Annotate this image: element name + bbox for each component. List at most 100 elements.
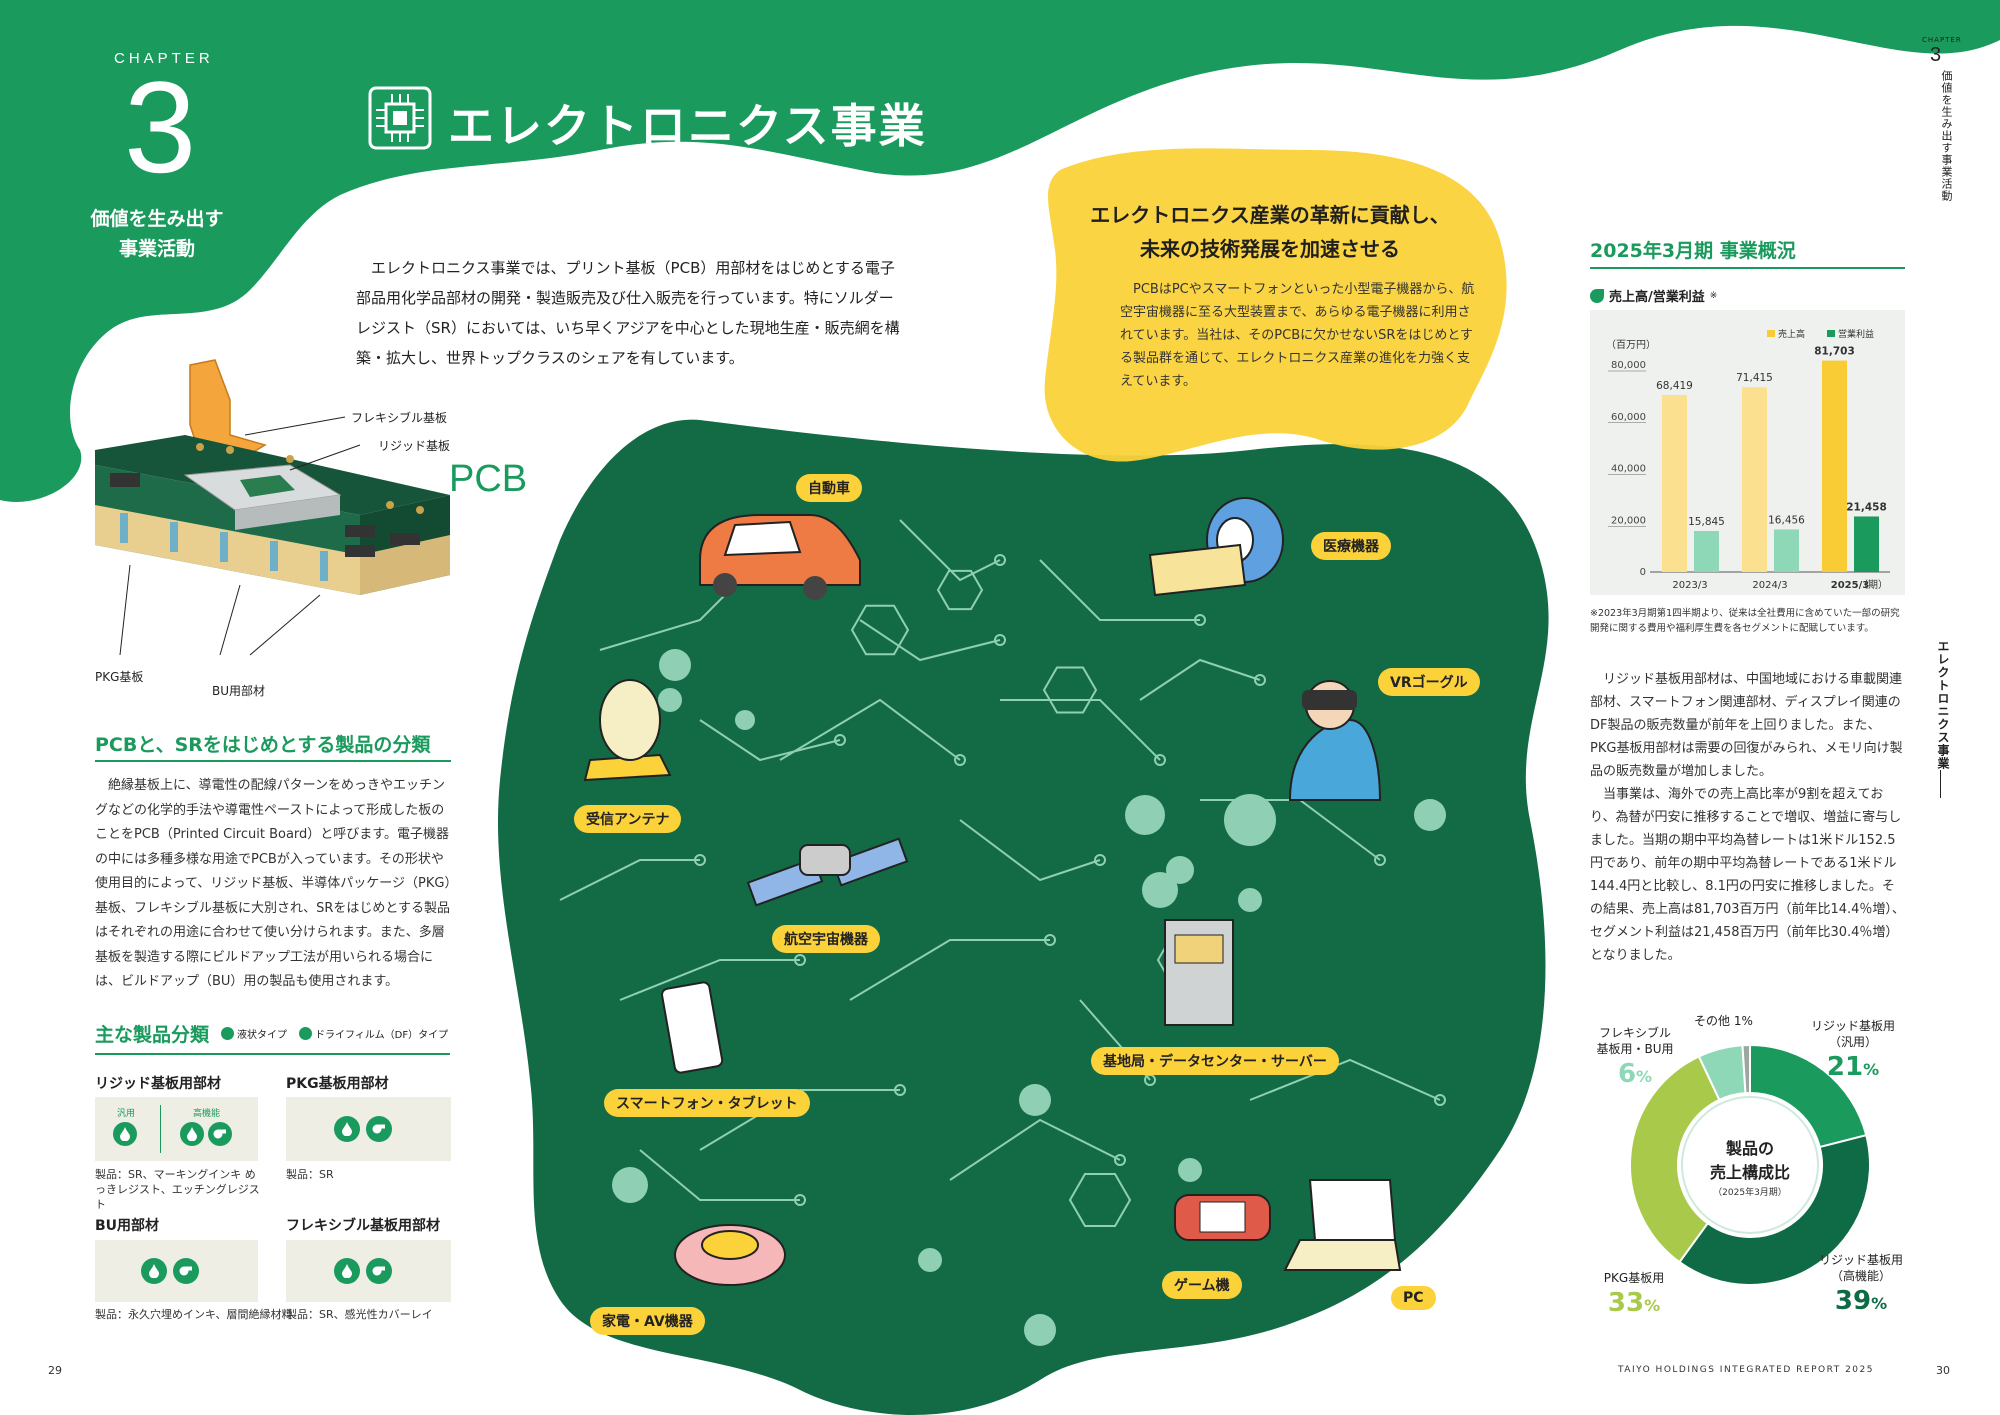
film-roll-icon [299, 1027, 313, 1040]
slice-label-rigid-high: リジッド基板用 （高機能） 39% [1816, 1252, 1906, 1321]
x-axis-suffix: （期） [1858, 579, 1888, 591]
chart-title-note: ※ [1709, 290, 1718, 301]
legend-df: ドライフィルム（DF）タイプ [299, 1026, 448, 1041]
server-illustration [1164, 919, 1234, 1026]
y-tick-label: 20,000 [1611, 515, 1646, 526]
x-tick-label: 2023/3 [1672, 580, 1707, 591]
circuit-hexagon [1042, 666, 1098, 714]
donut-center-line1: 製品の [1725, 1139, 1774, 1158]
chapter-subtitle-line2: 事業活動 [118, 238, 195, 260]
classification-heading: PCBと、SRをはじめとする製品の分類 [95, 734, 431, 756]
film-roll-icon [366, 1258, 392, 1284]
slice-name: その他 [1694, 1014, 1731, 1028]
x-tick-label: 2024/3 [1752, 580, 1787, 591]
circuit-trace [1000, 699, 1161, 761]
slice-name: リジッド基板用 [1810, 1019, 1895, 1033]
app-label-vr: VRゴーグル [1378, 668, 1480, 696]
circuit-trace [699, 719, 841, 762]
donut-center: 製品の 売上構成比 （2025年3月期） [1690, 1137, 1810, 1198]
circuit-pad [1374, 854, 1386, 866]
bar-chart: （百万円）020,00040,00060,00080,000売上高営業利益68,… [1606, 328, 1890, 591]
circuit-pad [1154, 754, 1166, 766]
slice-pct-value: 33 [1607, 1288, 1645, 1318]
circuit-pad [834, 734, 846, 746]
slice-pct-value: 1% [1733, 1014, 1753, 1028]
droplet-icon [113, 1122, 137, 1146]
chapter-subtitle: 価値を生み出す 事業活動 [82, 204, 232, 264]
chart-title-row: 売上高/営業利益 ※ [1590, 286, 1717, 305]
circuit-trace [559, 859, 700, 901]
card-flex-note: 製品：SR、感光性カバーレイ [286, 1308, 433, 1321]
pct-sign: % [1636, 1067, 1653, 1086]
circuit-hexagon [936, 569, 984, 611]
card-rigid: 汎用 高機能 [95, 1097, 258, 1161]
pct-sign: % [1644, 1296, 1661, 1315]
app-label-antenna: 受信アンテナ [574, 805, 682, 833]
circuit-node [1142, 872, 1178, 908]
droplet-icon [334, 1258, 360, 1284]
slice-pct: 21% [1808, 1050, 1898, 1087]
y-tick-label: 40,000 [1611, 464, 1646, 475]
slice-name-sub: （高機能） [1830, 1269, 1891, 1283]
slice-name: フレキシブル [1598, 1026, 1671, 1040]
label-bu-material: BU用部材 [212, 684, 266, 698]
circuit-pad [994, 554, 1006, 566]
card-bu-title: BU用部材 [95, 1218, 160, 1234]
circuit-node [1125, 795, 1165, 835]
circuit-node [612, 1167, 648, 1203]
x-tick-label: 2025/3 [1831, 580, 1869, 591]
vr-person-illustration [1288, 680, 1382, 801]
sub-general: 汎用 [117, 1109, 136, 1119]
page-number-right: 30 [1936, 1364, 1950, 1377]
film-roll-icon [208, 1122, 232, 1146]
chip-icon [368, 86, 432, 150]
circuit-board-blob [497, 419, 1549, 1415]
slice-pct-value: 6 [1617, 1059, 1637, 1089]
label-pkg-board: PKG基板 [95, 670, 144, 684]
circuit-node [1178, 1158, 1202, 1182]
droplet-icon [141, 1258, 167, 1284]
label-rigid-board: リジッド基板 [378, 439, 451, 453]
data-label: 68,419 [1656, 380, 1693, 392]
sr-heading-line2: 未来の技術発展を加速させる [1140, 237, 1400, 261]
bar [1774, 529, 1799, 572]
circuit-trace [859, 619, 1001, 662]
satellite-illustration [746, 837, 909, 907]
circuit-trace [959, 819, 1101, 882]
card-pkg-title: PKG基板用部材 [286, 1076, 389, 1092]
chapter-number: 3 [124, 54, 197, 200]
app-label-medical: 医療機器 [1311, 532, 1391, 560]
legend-label: 売上高 [1778, 328, 1805, 340]
circuit-hexagon [850, 604, 910, 656]
slice-name: PKG基板用 [1603, 1271, 1665, 1285]
slice-name: リジッド基板用 [1818, 1253, 1903, 1267]
slice-pct: 6% [1590, 1057, 1680, 1094]
bar [1742, 387, 1767, 572]
data-label: 16,456 [1768, 514, 1805, 526]
overview-body: リジッド基板用部材は、中国地域における車載関連部材、スマートフォン関連部材、ディ… [1590, 668, 1905, 967]
side-vertical-title: 価値を生み出す事業活動 [1940, 70, 1953, 202]
legend-df-label: ドライフィルム（DF）タイプ [315, 1030, 449, 1041]
classification-paragraph: 絶縁基板上に、導電性の配線パターンをめっきやエッチングなどの化学的手法や導電性ペ… [95, 778, 451, 989]
card-pkg-note: 製品：SR [286, 1168, 334, 1181]
app-label-smartphone: スマートフォン・タブレット [604, 1089, 810, 1117]
antenna-illustration [583, 679, 672, 782]
circuit-node [735, 710, 755, 730]
circuit-node [658, 688, 682, 712]
droplet-icon [221, 1027, 235, 1040]
card-flex [286, 1240, 451, 1302]
sr-body-paragraph: PCBはPCやスマートフォンといった小型電子機器から、航空宇宙機器に至る大型装置… [1120, 282, 1475, 389]
legend-swatch [1827, 330, 1835, 337]
label-flexible-board: フレキシブル基板 [351, 411, 448, 425]
donut-slice [1678, 1133, 1871, 1286]
side-vertical-section: エレクトロニクス事業 [1935, 640, 1952, 770]
droplet-icon [180, 1122, 204, 1146]
donut-chart [1629, 1043, 1871, 1286]
data-label: 21,458 [1846, 501, 1887, 513]
overview-paragraph-1: リジッド基板用部材は、中国地域における車載関連部材、スマートフォン関連部材、ディ… [1590, 672, 1903, 779]
slice-name-sub: （汎用） [1828, 1035, 1877, 1049]
